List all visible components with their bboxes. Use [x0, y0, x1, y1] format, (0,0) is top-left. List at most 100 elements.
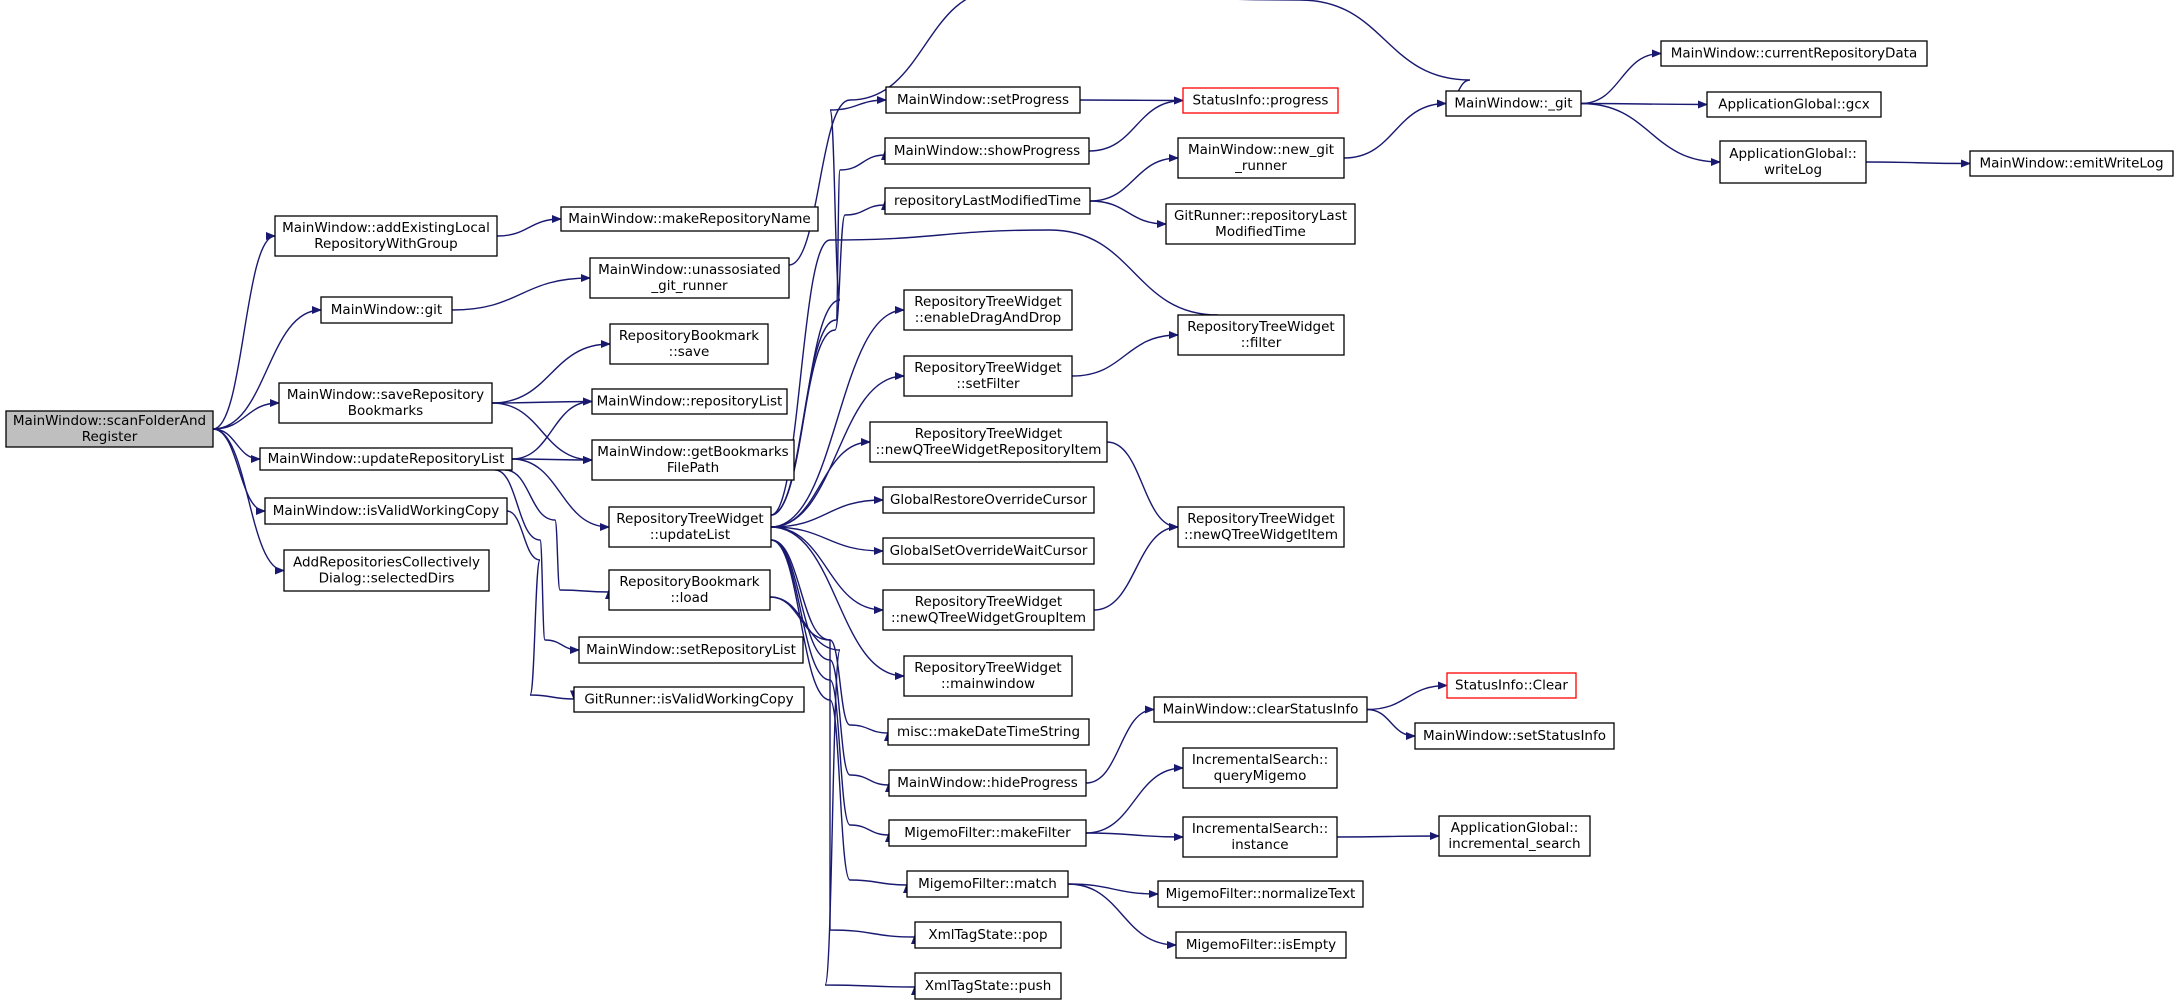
- node-curRepoData[interactable]: MainWindow::currentRepositoryData: [1660, 40, 1928, 67]
- node-xmlPush[interactable]: XmlTagState::push: [914, 972, 1062, 1000]
- node-label: XmlTagState::pop: [928, 927, 1047, 943]
- node-hideProgress[interactable]: MainWindow::hideProgress: [888, 769, 1087, 797]
- node-updateRepoList[interactable]: MainWindow::updateRepositoryList: [259, 447, 513, 471]
- node-mainwindow[interactable]: RepositoryTreeWidget::mainwindow: [903, 655, 1073, 697]
- node-box: [914, 921, 1062, 949]
- node-box: [1445, 90, 1582, 117]
- node-git[interactable]: MainWindow::git: [320, 296, 453, 324]
- node-statusClear[interactable]: StatusInfo::Clear: [1446, 672, 1577, 699]
- node-box: [608, 569, 771, 611]
- node-setProgress[interactable]: MainWindow::setProgress: [885, 86, 1081, 114]
- node-label: MainWindow::showProgress: [894, 143, 1080, 159]
- node-label: GitRunner::isValidWorkingCopy: [584, 692, 793, 708]
- node-unassosiated[interactable]: MainWindow::unassosiated_git_runner: [589, 257, 790, 299]
- node-label: MigemoFilter::normalizeText: [1166, 886, 1356, 902]
- node-enableDrag[interactable]: RepositoryTreeWidget::enableDragAndDrop: [903, 289, 1073, 331]
- node-addColl[interactable]: AddRepositoriesCollectivelyDialog::selec…: [283, 549, 490, 592]
- node-isInstance[interactable]: IncrementalSearch::instance: [1182, 816, 1338, 858]
- node-box: [609, 323, 769, 365]
- node-emitWriteLog[interactable]: MainWindow::emitWriteLog: [1969, 150, 2174, 177]
- node-grLastMod[interactable]: GitRunner::repositoryLastModifiedTime: [1165, 203, 1356, 245]
- node-box: [1177, 314, 1345, 356]
- node-xmlPop[interactable]: XmlTagState::pop: [914, 921, 1062, 949]
- node-label: RepositoryTreeWidget: [914, 660, 1061, 676]
- node-label: instance: [1231, 837, 1288, 853]
- node-box: [589, 257, 790, 299]
- node-box: [320, 296, 453, 324]
- node-label: GlobalRestoreOverrideCursor: [890, 492, 1088, 508]
- node-label: MainWindow::updateRepositoryList: [268, 451, 505, 467]
- edge-scanFolder-to-updateRepoList: [212, 428, 261, 463]
- node-setFilter[interactable]: RepositoryTreeWidget::setFilter: [903, 355, 1073, 397]
- node-addExisting[interactable]: MainWindow::addExistingLocalRepositoryWi…: [274, 215, 498, 257]
- node-isValidMW[interactable]: MainWindow::isValidWorkingCopy: [264, 497, 508, 525]
- edge-match-to-normalizeText: [1067, 883, 1159, 898]
- node-incSearch[interactable]: ApplicationGlobal::incremental_search: [1438, 815, 1591, 857]
- node-label: RepositoryTreeWidget: [915, 426, 1062, 442]
- node-writeLog[interactable]: ApplicationGlobal::writeLog: [1719, 140, 1867, 184]
- edge-updateRepoList-to-updateList: [511, 458, 610, 531]
- edge-repoLastMod-to-newGitRunner: [1089, 154, 1179, 202]
- node-makeRepoName[interactable]: MainWindow::makeRepositoryName: [560, 206, 819, 232]
- edge-newGroupItem-to-newItem: [1093, 523, 1179, 611]
- edge-updateRepoList-to-setRepoList: [494, 469, 583, 651]
- node-box: [5, 410, 214, 448]
- node-queryMigemo[interactable]: IncrementalSearch::queryMigemo: [1182, 747, 1338, 789]
- node-label: ModifiedTime: [1215, 224, 1306, 240]
- node-box: [1165, 203, 1356, 245]
- node-label: MigemoFilter::match: [918, 876, 1057, 892]
- edge-mwGit-to-gcx: [1580, 100, 1708, 109]
- node-mwGit[interactable]: MainWindow::_git: [1445, 90, 1582, 117]
- node-label: ApplicationGlobal::: [1729, 146, 1857, 162]
- node-makeDate[interactable]: misc::makeDateTimeString: [887, 718, 1090, 746]
- node-makeFilter[interactable]: MigemoFilter::makeFilter: [888, 819, 1087, 847]
- node-setStatusInfo[interactable]: MainWindow::setStatusInfo: [1414, 722, 1615, 750]
- node-showProgress[interactable]: MainWindow::showProgress: [884, 137, 1090, 165]
- node-newGitRunner[interactable]: MainWindow::new_git_runner: [1177, 137, 1345, 179]
- node-filter[interactable]: RepositoryTreeWidget::filter: [1177, 314, 1345, 356]
- node-newGroupItem[interactable]: RepositoryTreeWidget::newQTreeWidgetGrou…: [882, 589, 1095, 631]
- node-match[interactable]: MigemoFilter::match: [906, 870, 1069, 898]
- node-box: [1182, 87, 1339, 114]
- node-setWaitCursor[interactable]: GlobalSetOverrideWaitCursor: [882, 537, 1095, 565]
- node-newRepoItem[interactable]: RepositoryTreeWidget::newQTreeWidgetRepo…: [869, 421, 1108, 463]
- node-box: [884, 187, 1091, 215]
- node-isEmpty[interactable]: MigemoFilter::isEmpty: [1175, 931, 1347, 959]
- node-gcx[interactable]: ApplicationGlobal::gcx: [1706, 91, 1882, 118]
- node-clearStatus[interactable]: MainWindow::clearStatusInfo: [1153, 696, 1368, 723]
- edge-saveBookmarks-to-repositoryList: [491, 397, 593, 406]
- node-label: AddRepositoriesCollectively: [293, 555, 480, 571]
- node-bookmarkLoad[interactable]: RepositoryBookmark::load: [608, 569, 771, 611]
- node-label: GitRunner::repositoryLast: [1174, 208, 1347, 224]
- node-box: [1177, 506, 1345, 548]
- node-box: [560, 206, 819, 232]
- edge-addExisting-to-makeRepoName: [496, 215, 562, 237]
- node-restoreCursor[interactable]: GlobalRestoreOverrideCursor: [882, 486, 1095, 514]
- node-repoLastMod[interactable]: repositoryLastModifiedTime: [884, 187, 1091, 215]
- node-normalizeText[interactable]: MigemoFilter::normalizeText: [1157, 880, 1364, 908]
- node-label: MainWindow::new_git: [1188, 142, 1334, 158]
- node-repositoryList[interactable]: MainWindow::repositoryList: [591, 388, 788, 415]
- node-box: [578, 636, 804, 664]
- node-label: MigemoFilter::isEmpty: [1186, 937, 1336, 953]
- edge-newRepoItem-to-newItem: [1106, 441, 1179, 531]
- node-box: [903, 355, 1073, 397]
- node-box: [1706, 91, 1882, 118]
- node-label: MainWindow::saveRepository: [287, 387, 484, 403]
- edge-updateList-to-enableDrag: [770, 306, 905, 528]
- node-statusProgress[interactable]: StatusInfo::progress: [1182, 87, 1339, 114]
- node-setRepoList[interactable]: MainWindow::setRepositoryList: [578, 636, 804, 664]
- node-label: ::load: [671, 590, 709, 606]
- node-box: [887, 718, 1090, 746]
- node-bookmarkSave[interactable]: RepositoryBookmark::save: [609, 323, 769, 365]
- node-updateList[interactable]: RepositoryTreeWidget::updateList: [608, 506, 772, 548]
- node-box: [278, 382, 493, 424]
- node-newItem[interactable]: RepositoryTreeWidget::newQTreeWidgetItem: [1177, 506, 1345, 548]
- node-grIsValid[interactable]: GitRunner::isValidWorkingCopy: [573, 686, 805, 713]
- node-label: Bookmarks: [348, 403, 423, 419]
- edge-clearStatus-to-statusClear: [1366, 681, 1448, 711]
